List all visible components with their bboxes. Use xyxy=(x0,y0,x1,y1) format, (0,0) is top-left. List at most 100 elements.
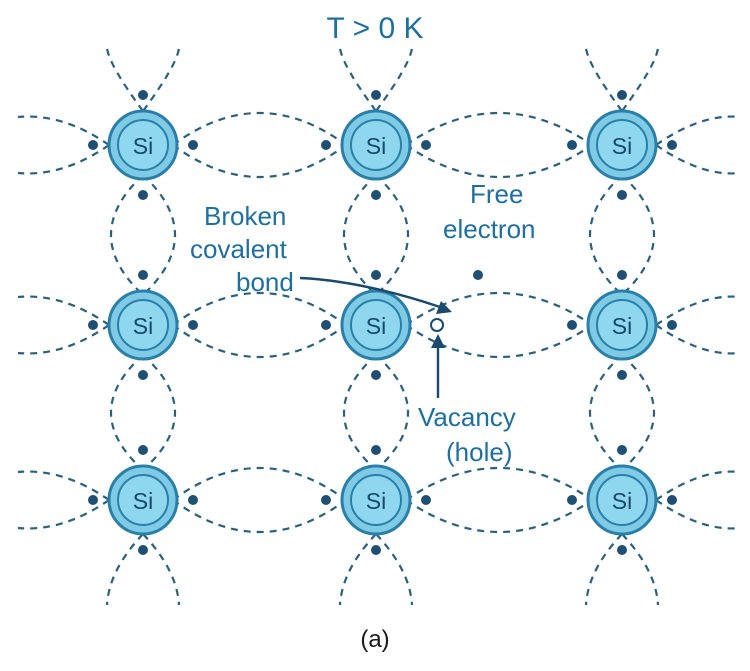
stub-bottom-right-c1 xyxy=(375,533,414,606)
si-atom-label: Si xyxy=(612,488,632,514)
temperature-title: T > 0 K xyxy=(326,12,423,45)
bond-electrons xyxy=(88,90,677,555)
h-bond-r2-c1-lower xyxy=(405,499,593,533)
stub-right-lower-r0 xyxy=(655,144,741,175)
v-bond-r1-c1-lower xyxy=(375,354,409,471)
electron-r2-c0-right xyxy=(188,495,198,505)
stub-right-upper-r2 xyxy=(655,470,741,501)
covalent-bonds xyxy=(17,47,741,606)
v-bond-r1-c0-upper xyxy=(110,354,144,471)
h-bond-r1-c0-lower xyxy=(172,324,347,358)
v-bond-r1-c2-lower xyxy=(621,354,655,471)
si-atom-r0-c1: Si xyxy=(340,109,412,181)
electron-r0-c2-top xyxy=(617,90,627,100)
h-bond-r0-c0-upper xyxy=(172,112,347,146)
stub-top-right-c2 xyxy=(621,47,660,112)
electron-r1-c1-bottom xyxy=(371,370,381,380)
v-bond-r0-c2-lower xyxy=(621,174,655,296)
stub-right-upper-r1 xyxy=(655,295,741,326)
electron-r0-c1-bottom xyxy=(371,190,381,200)
broken-bond-arrow xyxy=(299,276,441,309)
stub-bottom-right-c2 xyxy=(621,533,660,606)
stub-top-right-c1 xyxy=(375,47,414,112)
electron-r0-c2-right xyxy=(667,140,677,150)
v-bond-r0-c0-upper xyxy=(110,174,144,296)
electron-r2-c2-top xyxy=(617,445,627,455)
si-atom-label: Si xyxy=(133,313,153,339)
broken-bond-label-line1: Broken xyxy=(204,201,286,231)
vacancy-label-line1: Vacancy xyxy=(418,402,516,432)
electron-r0-c1-right xyxy=(421,140,431,150)
electron-r2-c2-right xyxy=(667,495,677,505)
stub-top-left-c0 xyxy=(105,47,144,112)
si-atom-r1-c2: Si xyxy=(586,289,658,361)
h-bond-r0-c1-upper xyxy=(405,112,593,146)
electron-r1-c0-bottom xyxy=(138,370,148,380)
electron-r2-c2-left xyxy=(567,495,577,505)
electron-r0-c0-bottom xyxy=(138,190,148,200)
hole-vacancy xyxy=(430,318,444,332)
broken-bond-label-line2: covalent xyxy=(190,234,288,264)
electron-r1-c1-top xyxy=(371,270,381,280)
free-electron xyxy=(473,270,483,280)
si-atom-r0-c2: Si xyxy=(586,109,658,181)
vacancy-arrowhead xyxy=(431,334,445,348)
v-bond-r1-c0-lower xyxy=(142,354,176,471)
si-atom-r1-c1: Si xyxy=(340,289,412,361)
si-atom-r2-c2: Si xyxy=(586,464,658,536)
electron-r0-c1-top xyxy=(371,90,381,100)
si-atom-label: Si xyxy=(366,488,386,514)
electron-r1-c1-left xyxy=(321,320,331,330)
electron-r1-c2-top xyxy=(617,270,627,280)
electron-r1-c2-bottom xyxy=(617,370,627,380)
v-bond-r1-c1-upper xyxy=(343,354,377,471)
electron-r2-c2-bottom xyxy=(617,545,627,555)
free-electron-label-line1: Free xyxy=(470,179,523,209)
h-bond-r2-c0-lower xyxy=(172,499,347,533)
electron-r2-c1-right xyxy=(421,495,431,505)
electron-r1-c0-left xyxy=(88,320,98,330)
electron-r0-c2-bottom xyxy=(617,190,627,200)
stub-bottom-left-c1 xyxy=(338,533,377,606)
v-bond-r1-c2-upper xyxy=(589,354,623,471)
si-atom-label: Si xyxy=(612,133,632,159)
broken-bond-label-line3: bond xyxy=(236,267,294,297)
electron-r0-c1-left xyxy=(321,140,331,150)
stub-right-lower-r1 xyxy=(655,324,741,355)
electron-r1-c0-right xyxy=(188,320,198,330)
electron-r1-c2-right xyxy=(667,320,677,330)
v-bond-r0-c0-lower xyxy=(142,174,176,296)
si-atom-r1-c0: Si xyxy=(107,289,179,361)
h-bond-r2-c0-upper xyxy=(172,467,347,501)
si-atom-label: Si xyxy=(133,488,153,514)
electron-r1-c2-left xyxy=(567,320,577,330)
electron-r0-c0-right xyxy=(188,140,198,150)
h-bond-r1-c0-upper xyxy=(172,292,347,326)
electron-r2-c1-left xyxy=(321,495,331,505)
stub-top-left-c1 xyxy=(338,47,377,112)
stub-right-lower-r2 xyxy=(655,499,741,530)
v-bond-r0-c1-lower xyxy=(375,174,409,296)
si-atom-r0-c0: Si xyxy=(107,109,179,181)
vacancy-label-line2: (hole) xyxy=(446,437,512,467)
v-bond-r0-c2-upper xyxy=(589,174,623,296)
electron-r0-c0-top xyxy=(138,90,148,100)
figure-caption: (a) xyxy=(360,626,389,653)
si-atom-r2-c0: Si xyxy=(107,464,179,536)
stub-bottom-left-c2 xyxy=(584,533,623,606)
stub-top-left-c2 xyxy=(584,47,623,112)
stub-right-upper-r0 xyxy=(655,115,741,146)
si-atom-label: Si xyxy=(612,313,632,339)
broken-bond-arrowhead xyxy=(436,301,452,314)
free-electron-label-line2: electron xyxy=(443,214,536,244)
electron-r1-c0-top xyxy=(138,270,148,280)
electron-r2-c1-top xyxy=(371,445,381,455)
electron-r0-c2-left xyxy=(567,140,577,150)
si-atom-r2-c1: Si xyxy=(340,464,412,536)
si-atom-label: Si xyxy=(133,133,153,159)
h-bond-r1-c1-upper xyxy=(405,292,593,326)
si-atom-label: Si xyxy=(366,133,386,159)
